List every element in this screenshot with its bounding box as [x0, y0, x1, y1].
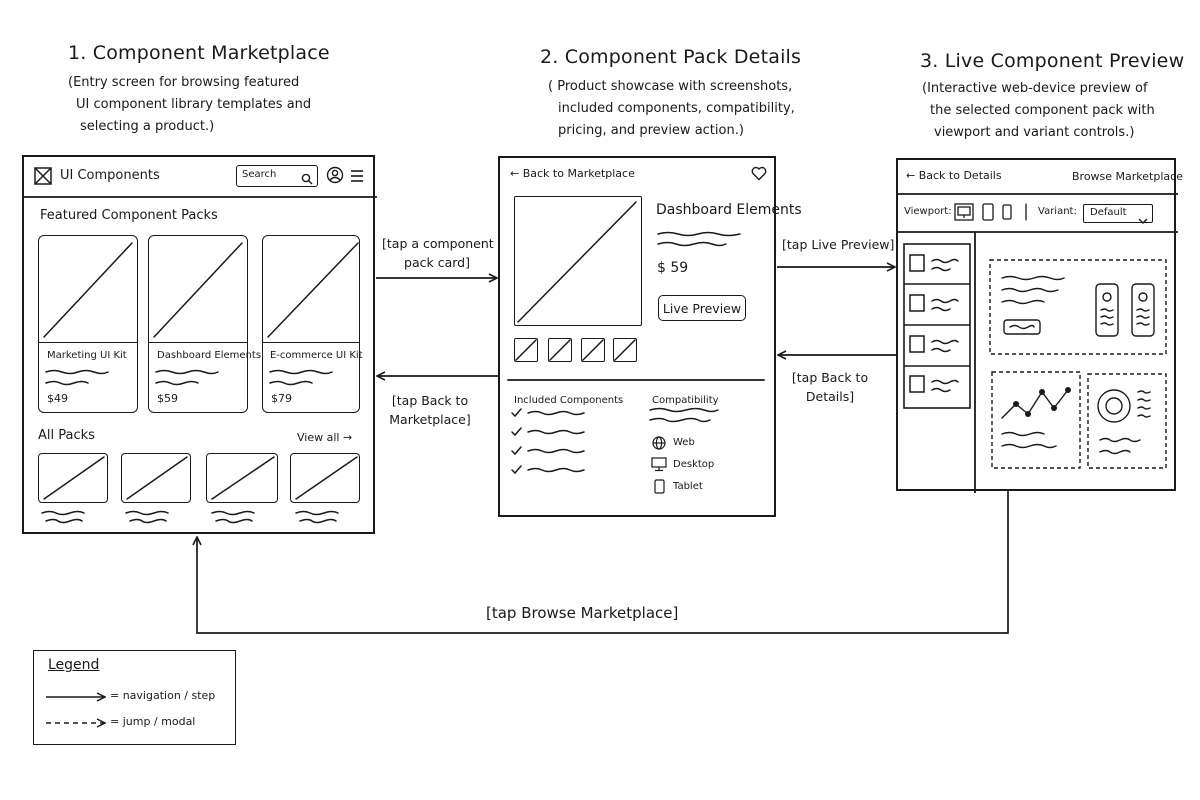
menu-icon[interactable] — [350, 168, 364, 182]
card-divider — [39, 342, 137, 343]
desc-line: ( Product showcase with screenshots, — [548, 79, 793, 94]
browse-marketplace-link[interactable]: Browse Marketplace — [1072, 170, 1183, 183]
details-drawing — [507, 201, 765, 475]
screen-1-description: (Entry screen for browsing featured UI c… — [68, 72, 311, 138]
search-input[interactable]: Search — [236, 165, 318, 187]
pack-thumbnail[interactable] — [290, 453, 360, 503]
desc-line: pricing, and preview action.) — [558, 123, 744, 138]
back-to-marketplace-link[interactable]: ← Back to Marketplace — [510, 167, 635, 180]
desc-line: the selected component pack with — [930, 103, 1155, 118]
legend-dashed-label: = jump / modal — [110, 715, 196, 728]
legend-title: Legend — [48, 657, 100, 673]
desc-line: (Entry screen for browsing featured — [68, 75, 300, 90]
pack-card[interactable]: Marketing UI Kit $49 — [38, 235, 138, 413]
heart-icon[interactable] — [751, 166, 767, 181]
desc-line: included components, compatibility, — [558, 101, 795, 116]
transition-tap-card: [tap a component pack card] — [382, 234, 494, 272]
featured-heading: Featured Component Packs — [40, 208, 218, 223]
desc-line: viewport and variant controls.) — [934, 125, 1135, 140]
back-arrow-icon: ← — [510, 167, 520, 180]
pack-card[interactable]: Dashboard Elements $59 — [148, 235, 261, 413]
desktop-icon — [651, 457, 667, 472]
all-packs-heading: All Packs — [38, 428, 95, 443]
pack-thumbnail[interactable] — [38, 453, 108, 503]
desc-line: (Interactive web-device preview of — [922, 81, 1148, 96]
screen-3-title: 3. Live Component Preview — [920, 50, 1185, 72]
transition-line: [tap a component — [382, 236, 494, 251]
transition-line: [tap Back to — [791, 370, 869, 385]
pack-card-name: E-commerce UI Kit — [270, 350, 363, 361]
pack-card-price: $59 — [157, 392, 178, 405]
compat-item: Tablet — [673, 481, 703, 492]
main-screenshot — [514, 196, 642, 326]
search-icon[interactable] — [301, 170, 313, 185]
compat-item: Web — [673, 437, 695, 448]
compatibility-heading: Compatibility — [652, 395, 719, 406]
card-divider — [149, 342, 247, 343]
pack-card-name: Dashboard Elements — [157, 350, 262, 361]
screen-2-title: 2. Component Pack Details — [540, 46, 802, 68]
compat-item: Desktop — [673, 459, 715, 470]
variant-select[interactable]: Default — [1083, 204, 1153, 224]
marketplace-screen: UI Components Search Featured Component … — [22, 155, 377, 534]
details-screen: ← Back to Marketplace Dashboard Elements… — [498, 156, 802, 517]
screenshot-thumbnail[interactable] — [514, 338, 538, 362]
transition-browse-marketplace: [tap Browse Marketplace] — [486, 604, 679, 622]
preview-drawing — [898, 193, 1178, 493]
preview-screen: ← Back to Details Browse Marketplace Vie… — [896, 158, 1183, 493]
screenshot-thumbnail[interactable] — [581, 338, 605, 362]
desktop-viewport-icon[interactable] — [954, 203, 974, 221]
screen-1-title: 1. Component Marketplace — [68, 42, 330, 64]
marketplace-drawing — [24, 196, 377, 524]
screen-2-description: ( Product showcase with screenshots, inc… — [548, 76, 795, 142]
back-link-label: Back to Marketplace — [522, 167, 635, 180]
globe-icon — [652, 435, 666, 450]
pack-card-price: $79 — [271, 392, 292, 405]
legend-drawing — [46, 651, 237, 746]
back-to-details-link[interactable]: ← Back to Details — [906, 169, 1002, 182]
screenshot-thumbnail[interactable] — [548, 338, 572, 362]
viewport-label: Viewport: — [904, 206, 952, 217]
transition-line: Marketplace] — [389, 412, 471, 427]
user-avatar-icon[interactable] — [326, 166, 344, 184]
app-name: UI Components — [60, 168, 160, 183]
variant-value: Default — [1090, 207, 1127, 218]
mobile-viewport-icon[interactable] — [1002, 204, 1012, 220]
chevron-down-icon — [1138, 210, 1148, 224]
variant-label: Variant: — [1038, 206, 1077, 217]
transition-back-marketplace: [tap Back to Marketplace] — [380, 391, 480, 429]
live-preview-button[interactable]: Live Preview — [658, 295, 746, 321]
screen-3-description: (Interactive web-device preview of the s… — [922, 78, 1155, 144]
desc-line: UI component library templates and — [76, 97, 312, 112]
view-all-link[interactable]: View all → — [297, 431, 353, 444]
pack-card-price: $49 — [47, 392, 68, 405]
tablet-viewport-icon[interactable] — [982, 203, 994, 221]
tablet-icon — [654, 479, 665, 494]
desc-line: selecting a product.) — [80, 119, 215, 134]
logo-icon — [34, 167, 52, 185]
pack-title: Dashboard Elements — [656, 202, 802, 218]
transition-line: pack card] — [404, 255, 470, 270]
legend: Legend = navigation / step = jump / moda… — [33, 650, 236, 745]
search-placeholder: Search — [242, 169, 277, 180]
back-link-label: Back to Details — [918, 169, 1002, 182]
pack-thumbnail[interactable] — [206, 453, 278, 503]
legend-solid-label: = navigation / step — [110, 689, 216, 702]
card-divider — [263, 342, 359, 343]
pack-thumbnail[interactable] — [121, 453, 191, 503]
pack-price: $ 59 — [657, 260, 689, 276]
transition-live-preview: [tap Live Preview] — [782, 237, 895, 252]
transition-line: [tap Back to — [391, 393, 469, 408]
pack-card-name: Marketing UI Kit — [47, 350, 127, 361]
pack-card[interactable]: E-commerce UI Kit $79 — [262, 235, 363, 413]
back-arrow-icon: ← — [906, 169, 916, 182]
screenshot-thumbnail[interactable] — [613, 338, 637, 362]
transition-line: Details] — [805, 389, 855, 404]
transition-back-details: [tap Back to Details] — [786, 368, 874, 406]
included-heading: Included Components — [514, 395, 624, 406]
